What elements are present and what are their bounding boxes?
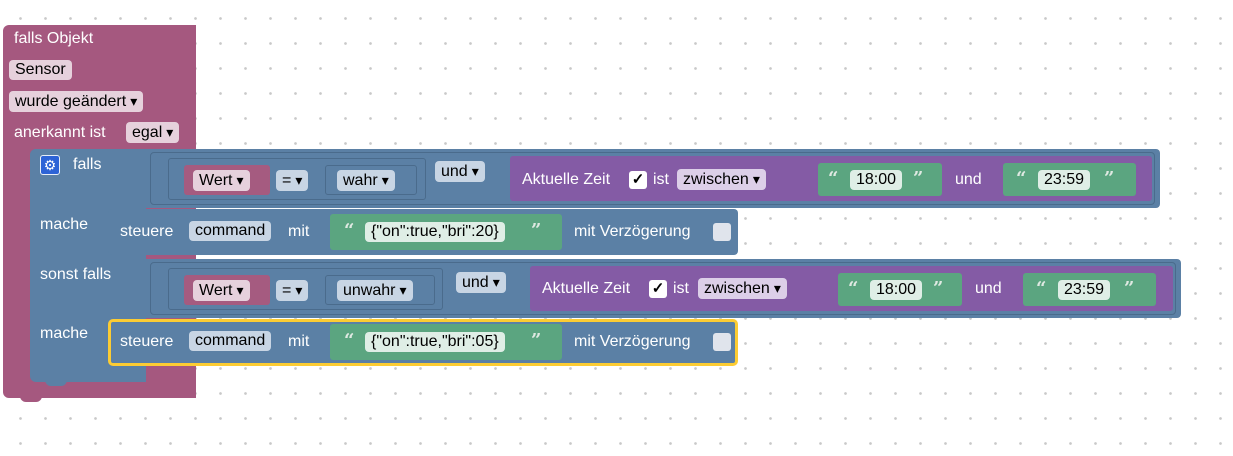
bool-dropdown-2[interactable]: unwahr	[337, 280, 413, 301]
variable-dropdown-1[interactable]: Wert	[193, 170, 250, 191]
delay-checkbox-2[interactable]	[713, 333, 731, 351]
ack-label: anerkannt ist	[14, 124, 106, 141]
object-name-field[interactable]: Sensor	[9, 60, 72, 80]
time-checkbox-2[interactable]: ✓	[649, 280, 667, 298]
with-label-1: mit	[288, 223, 310, 240]
time-to-field-2[interactable]: 23:59	[1058, 280, 1111, 300]
and2-label-1: und	[955, 171, 982, 188]
target-field-1[interactable]: command	[189, 221, 272, 241]
time-to-field-1[interactable]: 23:59	[1038, 170, 1091, 190]
time-checkbox-1[interactable]: ✓	[629, 171, 647, 189]
close-quote-icon: ”	[1124, 278, 1135, 299]
if-label: falls	[73, 156, 102, 173]
between-dropdown-1[interactable]: zwischen	[677, 169, 766, 190]
and-dropdown-2[interactable]: und	[456, 272, 506, 293]
elseif-label: sonst falls	[40, 266, 112, 283]
value-field-2[interactable]: {"on":true,"bri":05}	[365, 332, 505, 352]
close-quote-icon: ”	[531, 330, 542, 351]
bool-dropdown-1[interactable]: wahr	[337, 170, 395, 191]
variable-dropdown-2[interactable]: Wert	[193, 280, 250, 301]
and2-label-2: und	[975, 280, 1002, 297]
close-quote-icon: ”	[913, 168, 924, 189]
target-field-2[interactable]: command	[189, 331, 272, 351]
is-label-1: ist	[653, 171, 669, 188]
operator-dropdown-1[interactable]: =	[276, 170, 309, 191]
do2-label: mache	[40, 325, 89, 342]
open-quote-icon: “	[1036, 278, 1047, 299]
action-label-1: steuere	[120, 223, 174, 240]
time-from-field-1[interactable]: 18:00	[850, 170, 903, 190]
do-label: mache	[40, 216, 89, 233]
close-quote-icon: ”	[531, 220, 542, 241]
event-dropdown[interactable]: wurde geändert	[9, 91, 144, 112]
gear-icon[interactable]: ⚙	[40, 155, 60, 175]
delay-label-2: mit Verzögerung	[574, 333, 691, 350]
and-dropdown-1[interactable]: und	[435, 161, 485, 182]
if-block-bottom-tab	[45, 376, 67, 386]
time-label-1: Aktuelle Zeit	[522, 171, 611, 188]
open-quote-icon: “	[848, 278, 859, 299]
time-from-field-2[interactable]: 18:00	[870, 280, 923, 300]
open-quote-icon: “	[828, 168, 839, 189]
delay-label-1: mit Verzögerung	[574, 223, 691, 240]
delay-checkbox-1[interactable]	[713, 223, 731, 241]
with-label-2: mit	[288, 333, 310, 350]
action-label-2: steuere	[120, 333, 174, 350]
open-quote-icon: “	[344, 330, 355, 351]
ack-dropdown[interactable]: egal	[126, 122, 180, 143]
trigger-block-bottom-tab	[20, 392, 42, 402]
close-quote-icon: ”	[933, 278, 944, 299]
value-field-1[interactable]: {"on":true,"bri":20}	[365, 222, 505, 242]
between-dropdown-2[interactable]: zwischen	[698, 278, 787, 299]
is-label-2: ist	[673, 280, 689, 297]
trigger-header: falls Objekt	[14, 30, 94, 47]
open-quote-icon: “	[1016, 168, 1027, 189]
open-quote-icon: “	[344, 220, 355, 241]
operator-dropdown-2[interactable]: =	[276, 280, 309, 301]
close-quote-icon: ”	[1104, 168, 1115, 189]
time-label-2: Aktuelle Zeit	[542, 280, 631, 297]
